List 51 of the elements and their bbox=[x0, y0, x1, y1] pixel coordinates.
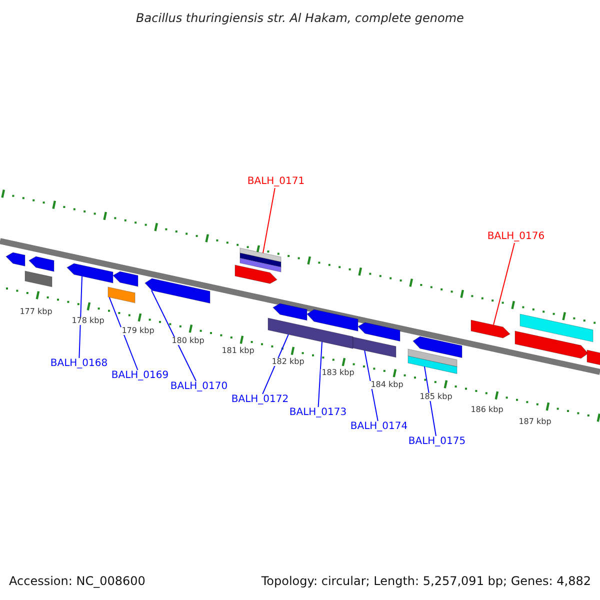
scale-label: 185 kbp bbox=[418, 393, 454, 401]
gene-label: BALH_0173 bbox=[289, 408, 347, 418]
gene-bar bbox=[24, 270, 52, 288]
leader-line bbox=[364, 350, 378, 422]
leader-line bbox=[493, 242, 515, 326]
leader-line bbox=[151, 290, 196, 382]
gene-feature bbox=[470, 320, 510, 338]
gene-bar bbox=[268, 318, 354, 349]
scale-label: 179 kbp bbox=[120, 327, 156, 335]
gene-feature bbox=[144, 278, 210, 304]
gene-bar bbox=[352, 336, 396, 358]
gene-label: BALH_0170 bbox=[170, 382, 228, 392]
gene-bar bbox=[108, 286, 136, 304]
leader-line bbox=[78, 276, 82, 358]
leader-line bbox=[262, 334, 289, 394]
leader-line bbox=[318, 341, 322, 408]
gene-label: BALH_0168 bbox=[50, 359, 108, 369]
gene-feature bbox=[514, 330, 588, 359]
scale-label: 186 kbp bbox=[470, 406, 504, 414]
gene-feature bbox=[28, 256, 54, 272]
scale-label: 187 kbp bbox=[518, 418, 552, 426]
genome-info-text: Topology: circular; Length: 5,257,091 bp; Genes: 4,882 bbox=[261, 575, 591, 587]
gene-label: BALH_0169 bbox=[111, 371, 169, 381]
gene-feature bbox=[6, 252, 26, 266]
gene-label: BALH_0176 bbox=[487, 232, 545, 242]
gene-bar bbox=[408, 348, 458, 374]
accession-text: Accession: NC_008600 bbox=[9, 575, 146, 587]
scale-label: 177 kbp bbox=[18, 308, 54, 316]
scale-label: 180 kbp bbox=[170, 337, 206, 345]
scale-label: 181 kbp bbox=[220, 347, 256, 355]
gene-feature bbox=[234, 264, 278, 284]
scale-label: 184 kbp bbox=[370, 381, 404, 389]
gene-bar bbox=[520, 314, 594, 342]
leader-line bbox=[262, 188, 276, 254]
leader-line bbox=[108, 296, 138, 370]
gene-label: BALH_0175 bbox=[408, 437, 466, 447]
gene-label: BALH_0171 bbox=[247, 177, 305, 187]
gene-label: BALH_0174 bbox=[350, 422, 408, 432]
gene-label: BALH_0172 bbox=[231, 395, 289, 405]
leader-line bbox=[424, 366, 436, 436]
gene-feature bbox=[112, 271, 138, 287]
scale-label: 182 kbp bbox=[270, 358, 306, 366]
gene-feature bbox=[306, 309, 358, 332]
gene-feature bbox=[412, 336, 462, 358]
map-title: Bacillus thuringiensis str. Al Hakam, complete genome bbox=[136, 12, 464, 24]
gene-feature bbox=[586, 350, 600, 366]
scale-label: 183 kbp bbox=[320, 369, 356, 377]
gene-feature bbox=[272, 303, 308, 321]
gene-bar bbox=[240, 248, 282, 272]
gene-feature bbox=[358, 322, 400, 342]
scale-label: 178 kbp bbox=[70, 317, 106, 325]
